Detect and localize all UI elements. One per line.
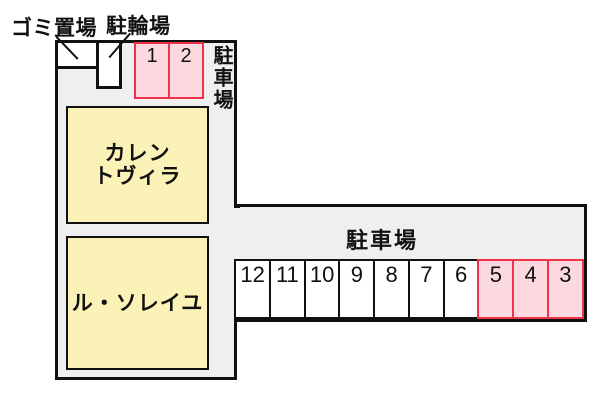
parking-space-number: 3 (559, 262, 572, 287)
parking-space-11: 11 (268, 259, 306, 319)
parking-space-number: 4 (524, 262, 537, 287)
parking-space-1: 1 (136, 44, 168, 97)
parking-space-number: 7 (420, 262, 433, 287)
parking-space-2: 2 (168, 44, 202, 97)
building-current-villa: カレン トヴィラ (66, 106, 209, 224)
parking-space-5: 5 (477, 259, 515, 319)
garbage-area-label: ゴミ置場 (11, 17, 97, 40)
building-name-line: カレン (104, 142, 171, 165)
parking-space-number: 5 (489, 262, 502, 287)
parking-space-number: 11 (275, 262, 299, 287)
building-name-line: ル・ソレイユ (71, 291, 204, 315)
parking-space-3: 3 (546, 259, 584, 319)
parking-space-number: 10 (309, 262, 335, 287)
bicycle-parking-label: 駐輪場 (106, 15, 171, 38)
parking-space-8: 8 (373, 259, 411, 319)
parking-space-number: 8 (385, 262, 398, 287)
parking-space-7: 7 (407, 259, 445, 319)
parking-space-12: 12 (234, 259, 272, 319)
parking-space-6: 6 (442, 259, 480, 319)
parking-space-number: 2 (180, 45, 192, 67)
main-parking-label: 駐車場 (345, 228, 418, 253)
parking-space-4: 4 (512, 259, 550, 319)
top-parking-label: 駐車場 (210, 45, 232, 111)
bicycle-parking-box (96, 40, 122, 89)
parking-space-9: 9 (338, 259, 376, 319)
parking-space-number: 6 (455, 262, 468, 287)
parking-space-number: 1 (146, 45, 158, 67)
parking-space-number: 12 (240, 262, 265, 287)
parking-space-10: 10 (303, 259, 341, 319)
parking-space-number: 9 (350, 262, 363, 287)
building-le-soleil: ル・ソレイユ (66, 236, 209, 370)
building-name-line: トヴィラ (93, 165, 182, 188)
